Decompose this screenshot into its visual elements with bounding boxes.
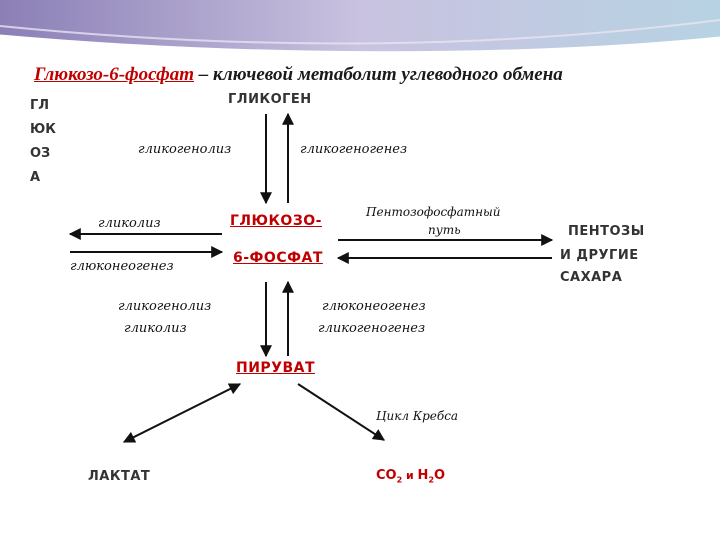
node-co2-h2o: CO2 и H2O [376, 468, 445, 485]
co-sub: 2 [396, 475, 403, 485]
node-pentoses-line2: И ДРУГИЕ [560, 248, 639, 263]
glucose-line: ЮК [30, 122, 56, 137]
page-title: Глюкозо-6-фосфат – ключевой метаболит уг… [34, 64, 714, 86]
label-pentose-line1: Пентозофосфатный [366, 205, 501, 219]
node-lactate: ЛАКТАТ [88, 469, 151, 484]
glucose-line: А [30, 170, 41, 185]
arrow-pyruvate-lactate [122, 383, 242, 443]
label-glycolysis-bottom: гликолиз [124, 321, 187, 336]
arrow-pyruvate-to-co2 [297, 383, 386, 441]
node-glycogen: ГЛИКОГЕН [228, 92, 312, 107]
label-glycogenesis-top: гликогеногенез [300, 142, 408, 157]
node-pyruvate: ПИРУВАТ [236, 360, 316, 376]
label-gluconeogenesis-left: глюконеогенез [70, 259, 174, 274]
h-text: H [417, 468, 429, 483]
glucose-line: ГЛ [30, 98, 50, 113]
title-highlight: Глюкозо-6-фосфат [34, 64, 194, 85]
label-krebs: Цикл Кребса [376, 409, 459, 423]
label-gluconeogenesis-bottom: глюконеогенез [322, 299, 426, 314]
node-g6p-line2: 6-ФОСФАТ [233, 250, 323, 266]
and-text: и [402, 469, 418, 482]
h-sub: 2 [428, 475, 435, 485]
node-glucose: ГЛ ЮК ОЗ А [30, 94, 74, 190]
title-rest: – ключевой метаболит углеводного обмена [194, 64, 563, 85]
node-g6p-line1: ГЛЮКОЗО- [230, 213, 322, 229]
glucose-line: ОЗ [30, 146, 51, 161]
node-pentoses-line1: ПЕНТОЗЫ [568, 224, 645, 239]
node-pentoses-line3: САХАРА [560, 270, 623, 285]
label-glycogenolysis-top: гликогенолиз [138, 142, 232, 157]
label-glycogenolysis-bottom: гликогенолиз [118, 299, 212, 314]
o-text: O [434, 468, 446, 483]
co-text: CO [376, 468, 397, 483]
label-glycolysis-left: гликолиз [98, 216, 161, 231]
label-pentose-line2: путь [428, 223, 461, 237]
header-banner [0, 0, 720, 55]
label-glycogenesis-bottom: гликогеногенез [318, 321, 426, 336]
